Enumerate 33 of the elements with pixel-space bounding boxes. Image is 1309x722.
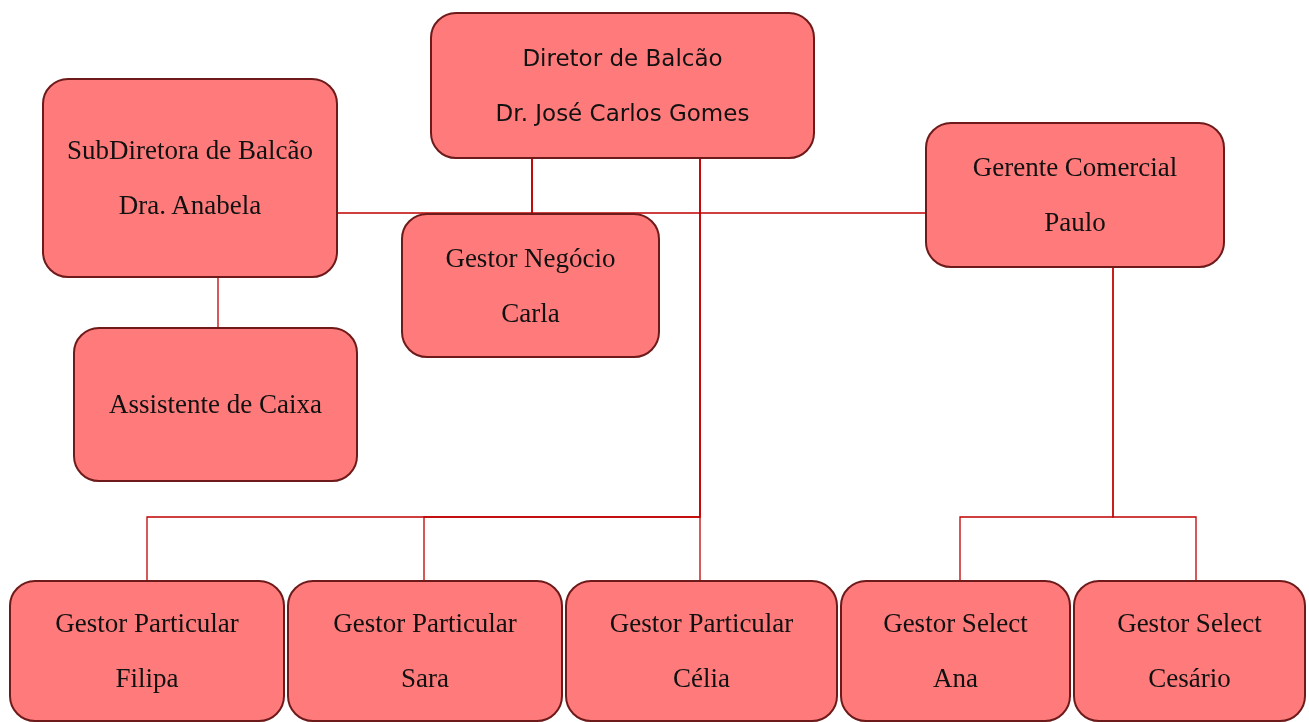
- connector-line: [699, 158, 701, 581]
- org-box: [1073, 580, 1306, 722]
- role-title: Gestor Select: [883, 607, 1028, 640]
- person-name: Dr. José Carlos Gomes: [495, 98, 750, 128]
- person-name: Cesário: [1148, 662, 1231, 695]
- org-box: [9, 580, 285, 722]
- org-box: [401, 213, 660, 358]
- org-box: [430, 12, 815, 159]
- person-name: Paulo: [1044, 206, 1106, 239]
- role-title: Gerente Comercial: [972, 151, 1178, 184]
- role-title: Diretor de Balcão: [522, 43, 723, 73]
- person-name: Sara: [401, 662, 449, 695]
- person-name: Filipa: [115, 662, 179, 695]
- role-title: Gestor Particular: [55, 607, 239, 640]
- org-box: [840, 580, 1071, 722]
- person-name: Ana: [933, 662, 978, 695]
- connector-line: [217, 277, 219, 328]
- org-box: [287, 580, 563, 722]
- role-title: Gestor Negócio: [445, 241, 616, 275]
- org-box: [73, 327, 358, 482]
- role-title: Assistente de Caixa: [109, 388, 322, 421]
- org-box: [565, 580, 838, 722]
- connector-line: [531, 158, 533, 214]
- role-title: SubDiretora de Balcão: [67, 134, 313, 167]
- person-name: Célia: [673, 662, 730, 695]
- role-title: Gestor Particular: [333, 607, 517, 640]
- person-name: Dra. Anabela: [118, 189, 262, 222]
- org-box: [42, 78, 338, 278]
- person-name: Carla: [501, 296, 560, 330]
- connector-line: [1112, 267, 1197, 581]
- role-title: Gestor Select: [1117, 607, 1262, 640]
- org-box: [925, 122, 1225, 268]
- role-title: Gestor Particular: [609, 607, 794, 640]
